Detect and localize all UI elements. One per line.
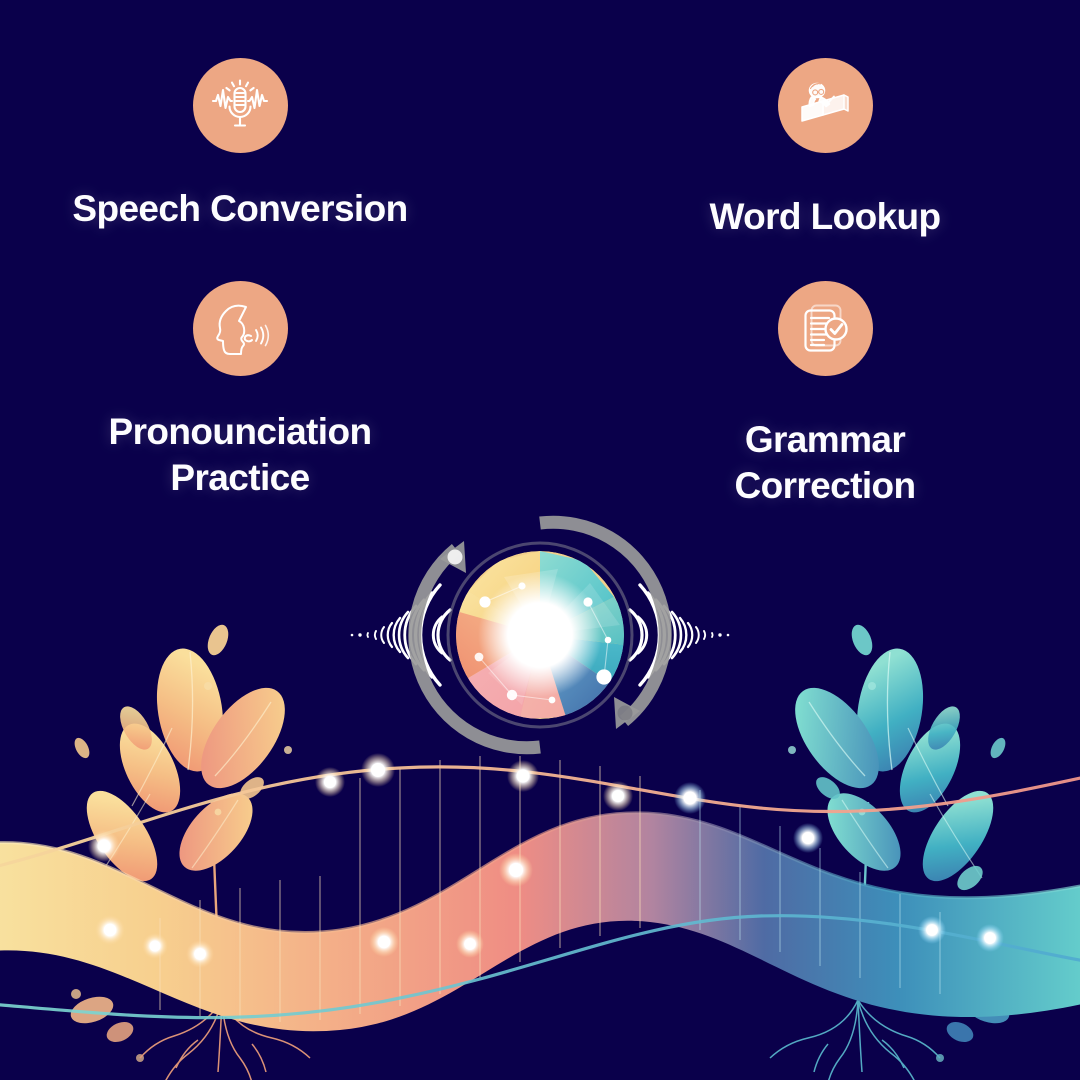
dna-rungs-cool [699,790,941,994]
feature-label: Speech Conversion [72,188,408,229]
feature-grammar-correction[interactable]: Grammar Correction [660,281,990,509]
orb-node-links [478,585,609,701]
dna-rungs [159,756,641,1022]
glowing-nodes [88,753,1004,968]
feature-label: Word Lookup [709,196,941,237]
warm-leaf-sprig [70,624,311,1080]
microphone-waveform-icon [209,75,271,137]
feature-icon-badge[interactable] [192,281,288,376]
dna-strand-upper [0,765,1080,868]
botanical-dna-wave [0,600,1080,1080]
rotation-arrows-ring [408,515,672,755]
document-checkmark-icon [796,300,854,358]
feature-pronounciation-practice[interactable]: Pronounciation Practice [60,281,420,501]
feature-icon-badge[interactable] [192,58,288,153]
feature-label: Pronounciation Practice [108,411,373,498]
orb-facets [456,551,624,719]
feature-speech-conversion[interactable]: Speech Conversion [60,58,420,232]
feature-word-lookup[interactable]: Word Lookup [660,58,990,240]
translation-orb [290,505,790,775]
scholar-reading-book-icon [798,81,852,131]
feature-icon-badge[interactable] [777,281,873,376]
feature-icon-badge[interactable] [777,58,873,153]
feature-label: Grammar Correction [734,419,916,506]
dual-tone-flowing-ribbon [0,811,1080,1032]
speaking-head-profile-icon [210,300,270,358]
